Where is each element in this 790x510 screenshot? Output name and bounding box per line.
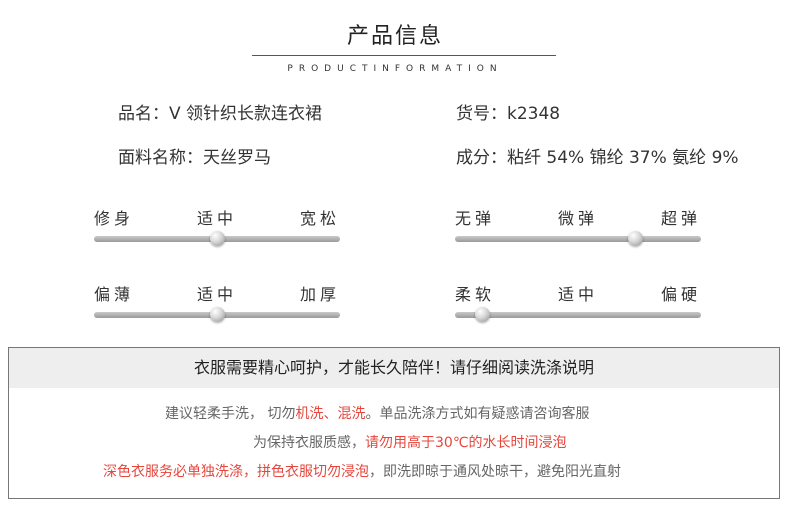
scale-label-high: 超弹 (660, 209, 701, 228)
page-subtitle: PRODUCTINFORMATION (287, 64, 503, 74)
care-instructions-box: 衣服需要精心呵护，才能长久陪伴！请仔细阅读洗涤说明 建议轻柔手洗， 切勿机洗、混… (8, 347, 780, 499)
scale-label-low: 无弹 (455, 209, 496, 228)
product-name: 品名：V 领针织长款连衣裙 (118, 104, 323, 124)
scale-indicator (475, 307, 491, 322)
scale-label-mid: 适中 (557, 285, 599, 304)
softness-scale: 柔软 适中 偏硬 (455, 281, 701, 322)
elasticity-scale: 无弹 微弹 超弹 (455, 205, 701, 246)
scale-label-low: 修身 (94, 209, 135, 228)
scale-label-mid: 微弹 (557, 209, 599, 228)
scale-label-low: 柔软 (455, 285, 496, 304)
fabric-name: 面料名称：天丝罗马 (118, 148, 271, 168)
care-warning-text: 机洗、混洗 (295, 406, 366, 422)
scale-indicator (210, 307, 225, 322)
scale-label-high: 宽松 (299, 209, 340, 228)
care-text: 建议轻柔手洗， 切勿 (165, 406, 296, 422)
fit-scale: 修身 适中 宽松 (94, 205, 340, 246)
scale-label-high: 偏硬 (660, 285, 701, 304)
scale-label-high: 加厚 (299, 285, 340, 304)
care-heading: 衣服需要精心呵护，才能长久陪伴！请仔细阅读洗涤说明 (9, 348, 779, 388)
care-line-1: 建议轻柔手洗， 切勿机洗、混洗。单品洗涤方式如有疑惑请咨询客服 (9, 403, 779, 423)
care-text: 为保持衣服质感， (253, 435, 365, 451)
care-warning-text: 深色衣服务必单独洗涤，拼色衣服切勿浸泡 (103, 464, 369, 480)
scale-indicator (627, 231, 643, 246)
scale-label-mid: 适中 (196, 209, 238, 228)
care-text: 。单品洗涤方式如有疑惑请咨询客服 (365, 406, 590, 422)
care-warning-text: 请勿用高于30℃的水长时间浸泡 (365, 435, 567, 451)
care-line-3: 深色衣服务必单独洗涤，拼色衣服切勿浸泡，即洗即晾于通风处晾干，避免阳光直射 (9, 461, 779, 481)
scale-track (455, 236, 701, 242)
scale-track (455, 312, 701, 318)
title-divider (252, 55, 556, 56)
scale-indicator (210, 231, 225, 246)
fabric-composition: 成分：粘纤 54% 锦纶 37% 氨纶 9% (456, 148, 739, 168)
care-text: ，即洗即晾于通风处晾干，避免阳光直射 (369, 464, 621, 480)
care-line-2: 为保持衣服质感，请勿用高于30℃的水长时间浸泡 (9, 432, 779, 452)
scale-label-low: 偏薄 (94, 285, 135, 304)
product-sku: 货号：k2348 (456, 104, 561, 124)
page-title: 产品信息 (346, 24, 443, 49)
scale-label-mid: 适中 (196, 285, 238, 304)
thickness-scale: 偏薄 适中 加厚 (94, 281, 340, 322)
